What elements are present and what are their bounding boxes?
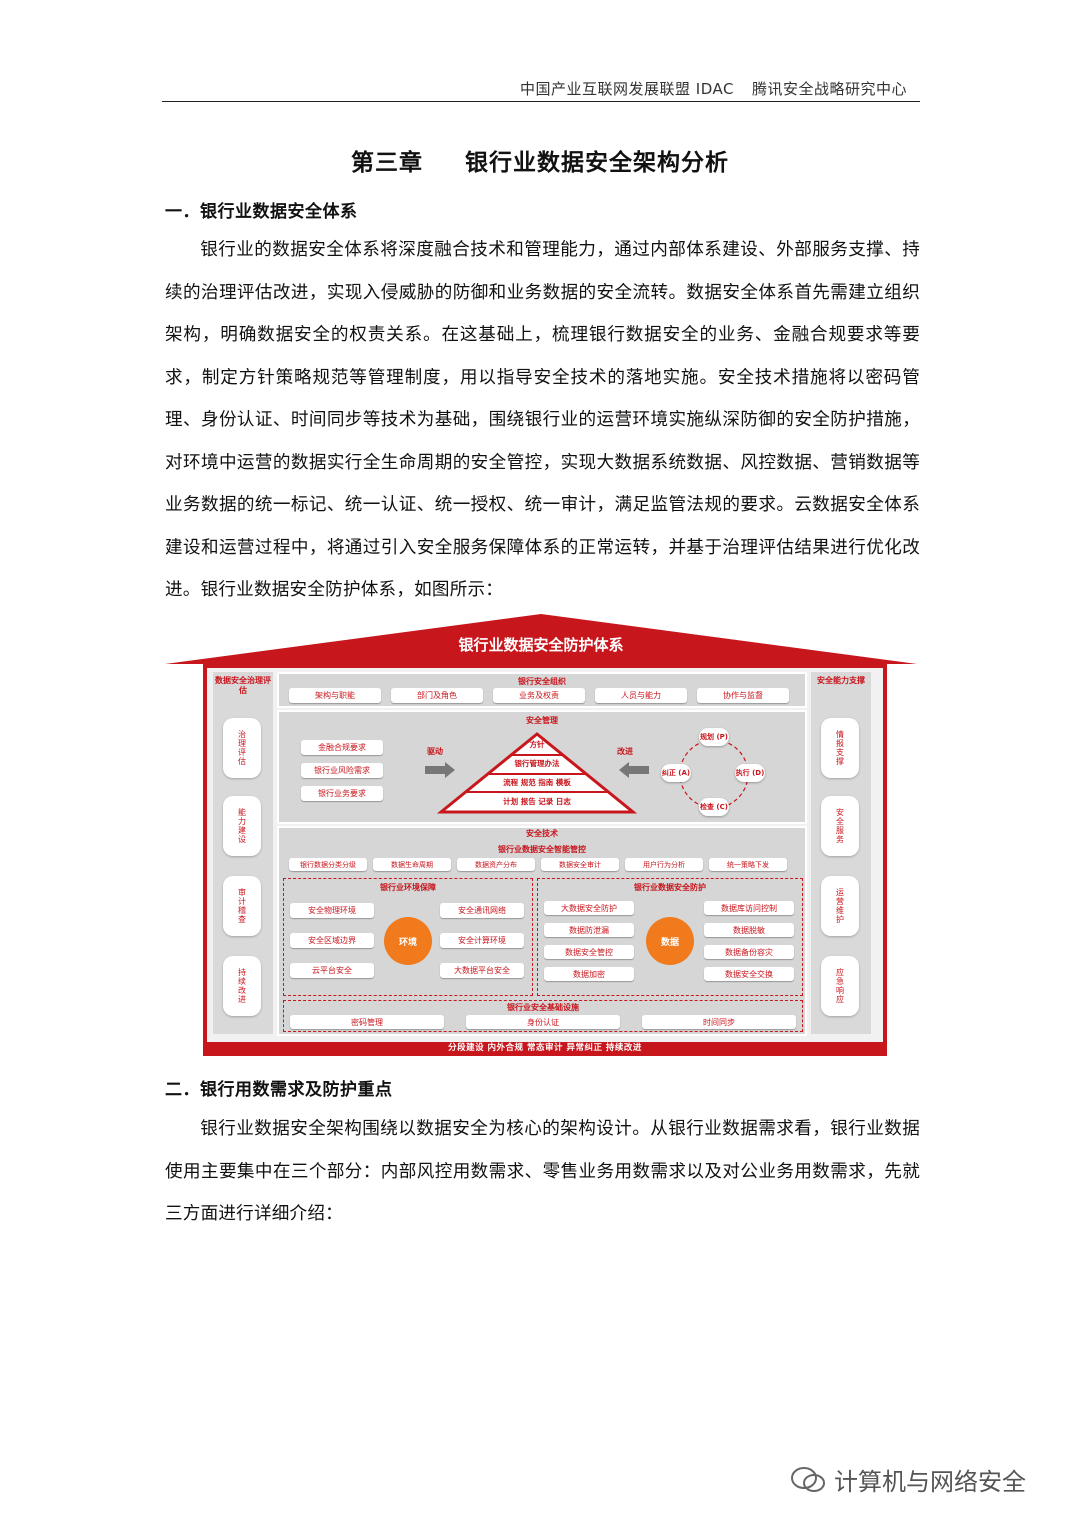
pyramid-shape (437, 732, 637, 814)
diagram-title: 银行业数据安全防护体系 (458, 636, 624, 654)
smart-control-title: 银行业数据安全智能管控 (498, 845, 586, 854)
infra-item: 身份认证 (466, 1015, 620, 1029)
diagram-footer: 分段建设 内外合规 常态审计 异常纠正 持续改进 (448, 1043, 642, 1053)
pyramid-level: 方针 (529, 740, 545, 749)
data-subpanel: 银行业数据安全防护 大数据安全防护 数据防泄漏 数据安全管控 数据加密 数据 数… (537, 878, 803, 996)
right-column-title: 安全能力支撑 (817, 676, 865, 685)
watermark: 计算机与网络安全 (790, 1462, 1026, 1497)
org-panel: 银行安全组织 架构与职能 部门及角色 业务及权责 人员与能力 协作与监督 (277, 672, 807, 708)
left-item: 审计稽查 (223, 876, 261, 936)
drive-arrow-icon (425, 762, 455, 778)
data-item: 数据防泄漏 (544, 923, 634, 937)
pdca-act: 纠正 (A) (661, 764, 691, 782)
left-column-title: 数据安全治理评估 (215, 676, 271, 695)
data-item: 数据安全管控 (544, 945, 634, 959)
header-org-tencent: 腾讯安全战略研究中心 (751, 80, 907, 98)
data-item: 数据库访问控制 (704, 901, 794, 915)
left-item: 持续改进 (223, 956, 261, 1016)
pyramid-level: 计划 报告 记录 日志 (503, 797, 571, 806)
env-item: 安全物理环境 (290, 903, 374, 918)
mgmt-requirement: 金融合规要求 (301, 740, 383, 755)
mgmt-requirement: 银行业务要求 (301, 786, 383, 801)
mgmt-title: 安全管理 (526, 716, 558, 725)
env-item: 大数据平台安全 (440, 963, 524, 978)
right-item: 情报支撑 (821, 718, 859, 778)
header-org-idac: 中国产业互联网发展联盟 IDAC (520, 80, 734, 98)
security-architecture-diagram: 银行业数据安全防护体系 数据安全治理评估 治理评估 能力建设 审计稽查 持续改进… (165, 612, 917, 1060)
org-item: 架构与职能 (289, 688, 381, 703)
watermark-text: 计算机与网络安全 (834, 1468, 1026, 1496)
smart-item: 数据生命周期 (373, 858, 451, 871)
right-column-capability: 安全能力支撑 情报支撑 安全服务 运营维护 应急响应 (811, 672, 871, 1034)
smart-item: 用户行为分析 (625, 858, 703, 871)
env-circle: 环境 (384, 917, 432, 965)
data-item: 数据安全交换 (704, 967, 794, 981)
mgmt-requirement: 银行业风险需求 (301, 763, 383, 778)
right-item: 安全服务 (821, 796, 859, 856)
section1-paragraph: 银行业的数据安全体系将深度融合技术和管理能力，通过内部体系建设、外部服务支撑、持… (165, 229, 920, 612)
right-item: 运营维护 (821, 876, 859, 936)
drive-label: 驱动 (427, 747, 443, 756)
org-item: 部门及角色 (391, 688, 483, 703)
left-item: 治理评估 (223, 718, 261, 778)
data-circle: 数据 (646, 917, 694, 965)
env-item: 安全通讯网络 (440, 903, 524, 918)
section2-paragraph-text: 银行业数据安全架构围绕以数据安全为核心的架构设计。从银行业数据需求看，银行业数据… (165, 1119, 920, 1224)
tech-panel: 安全技术 银行业数据安全智能管控 银行数据分类分级 数据生命周期 数据资产分布 … (277, 826, 807, 1036)
data-protection-title: 银行业数据安全防护 (634, 883, 706, 892)
section2-heading: 二．银行用数需求及防护重点 (165, 1080, 393, 1100)
smart-item: 数据安全审计 (541, 858, 619, 871)
pdca-do: 执行 (D) (735, 764, 765, 782)
section1-paragraph-text: 银行业的数据安全体系将深度融合技术和管理能力，通过内部体系建设、外部服务支撑、持… (165, 240, 920, 600)
infra-title: 银行业安全基础设施 (507, 1003, 579, 1012)
right-item: 应急响应 (821, 956, 859, 1016)
smart-item: 数据资产分布 (457, 858, 535, 871)
header-rule (162, 101, 920, 102)
org-title: 银行安全组织 (518, 677, 566, 686)
infra-item: 时间同步 (642, 1015, 796, 1029)
smart-item: 银行数据分类分级 (289, 858, 367, 871)
env-title: 银行业环境保障 (380, 883, 436, 892)
section1-heading: 一．银行业数据安全体系 (165, 202, 358, 222)
section2-paragraph: 银行业数据安全架构围绕以数据安全为核心的架构设计。从银行业数据需求看，银行业数据… (165, 1108, 920, 1236)
infra-subpanel: 银行业安全基础设施 密码管理 身份认证 时间同步 (283, 1000, 803, 1032)
chapter-name: 银行业数据安全架构分析 (465, 150, 729, 176)
env-item: 安全计算环境 (440, 933, 524, 948)
infra-item: 密码管理 (290, 1015, 444, 1029)
pdca-check: 检查 (C) (699, 798, 729, 816)
org-item: 业务及权责 (493, 688, 585, 703)
pdca-plan: 规划 (P) (699, 728, 729, 746)
left-item: 能力建设 (223, 796, 261, 856)
chapter-number: 第三章 (351, 150, 423, 176)
org-item: 协作与监督 (697, 688, 789, 703)
smart-item: 统一策略下发 (709, 858, 787, 871)
left-column-governance: 数据安全治理评估 治理评估 能力建设 审计稽查 持续改进 (213, 672, 273, 1034)
roof-shape (165, 614, 917, 664)
wechat-icon (791, 1466, 825, 1492)
chapter-title: 第三章 银行业数据安全架构分析 (0, 143, 1080, 177)
data-item: 数据加密 (544, 967, 634, 981)
data-item: 数据脱敏 (704, 923, 794, 937)
pyramid-level: 银行管理办法 (514, 759, 560, 768)
improve-label: 改进 (617, 747, 633, 756)
improve-arrow-icon (619, 762, 649, 778)
page-header: 中国产业互联网发展联盟 IDAC 腾讯安全战略研究中心 (520, 78, 925, 99)
tech-title: 安全技术 (526, 829, 558, 838)
pyramid-level: 流程 规范 指南 模板 (503, 778, 571, 787)
data-item: 大数据安全防护 (544, 901, 634, 915)
env-subpanel: 银行业环境保障 安全物理环境 安全区域边界 云平台安全 环境 安全通讯网络 安全… (283, 878, 533, 996)
env-item: 云平台安全 (290, 963, 374, 978)
env-item: 安全区域边界 (290, 933, 374, 948)
mgmt-panel: 安全管理 金融合规要求 银行业风险需求 银行业务要求 驱动 方针 银行管理办法 … (277, 710, 807, 824)
org-item: 人员与能力 (595, 688, 687, 703)
data-item: 数据备份容灾 (704, 945, 794, 959)
